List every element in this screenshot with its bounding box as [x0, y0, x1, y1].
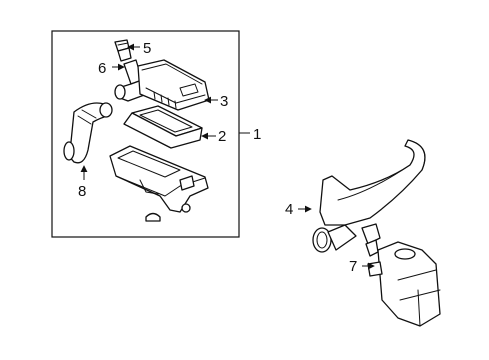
part-3-cover[interactable] [137, 59, 210, 111]
callout-6: 6 [98, 60, 106, 77]
part-2-filter[interactable] [123, 105, 203, 149]
part-7-resonator[interactable] [367, 241, 441, 327]
callout-5: 5 [143, 40, 151, 57]
grommet[interactable] [145, 212, 161, 222]
callout-4: 4 [285, 201, 293, 218]
part-5-fitting[interactable] [114, 39, 132, 62]
part-lower-housing[interactable] [109, 145, 209, 213]
part-4-duct[interactable] [312, 139, 426, 257]
part-8-hose[interactable] [63, 102, 113, 164]
callout-3: 3 [220, 93, 228, 110]
callout-7: 7 [349, 258, 357, 275]
callout-2: 2 [218, 128, 226, 145]
assembly-frame [51, 30, 240, 238]
callout-1: 1 [253, 126, 261, 143]
callout-8: 8 [78, 183, 86, 200]
